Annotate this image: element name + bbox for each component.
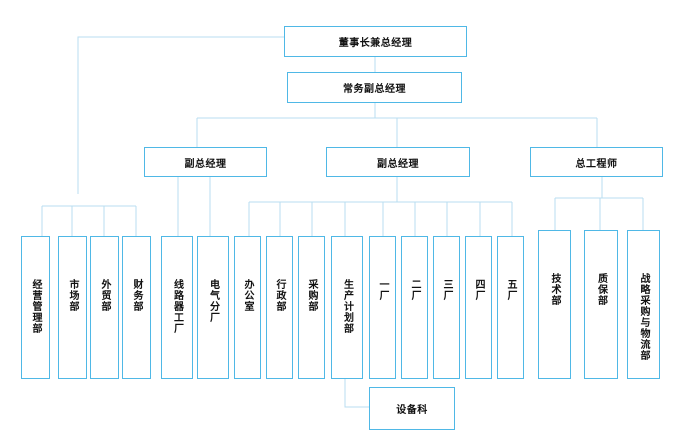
dept-factory-5: 五厂 [497, 236, 524, 379]
dept-factory-3: 三厂 [433, 236, 460, 379]
dept-finance-label: 财务部 [131, 279, 142, 312]
dept-finance: 财务部 [122, 236, 151, 379]
dept-technology-label: 技术部 [549, 273, 560, 306]
dept-cable-factory-label: 线路器工厂 [171, 279, 183, 334]
dept-office-label: 办公室 [242, 279, 253, 312]
dept-production-planning: 生产计划部 [331, 236, 363, 379]
dept-factory-5-label: 五厂 [505, 279, 516, 301]
dept-factory-1-label: 一厂 [377, 279, 388, 301]
dept-factory-2: 二厂 [401, 236, 428, 379]
dept-factory-4-label: 四厂 [473, 279, 484, 301]
dept-admin-label: 行政部 [274, 279, 285, 312]
vp-left-box: 副总经理 [144, 147, 267, 177]
dept-business-mgmt: 经营管理部 [21, 236, 50, 379]
dept-marketing: 市场部 [58, 236, 87, 379]
dept-factory-3-label: 三厂 [441, 279, 452, 301]
dept-factory-4: 四厂 [465, 236, 492, 379]
dept-business-mgmt-label: 经营管理部 [30, 279, 41, 334]
chief-engineer-box: 总工程师 [530, 147, 663, 177]
chairman-box: 董事长兼总经理 [284, 26, 467, 57]
dept-factory-2-label: 二厂 [409, 279, 420, 301]
dept-factory-1: 一厂 [369, 236, 396, 379]
dept-cable-factory: 线路器工厂 [161, 236, 193, 379]
equipment-section-box: 设备科 [369, 387, 455, 430]
equipment-section-label: 设备科 [396, 405, 428, 416]
chief-engineer-label: 总工程师 [575, 158, 618, 170]
vp-center-label: 副总经理 [377, 158, 419, 170]
dept-strategic-procurement-label: 战略采购与物流部 [638, 273, 649, 361]
vp-center-box: 副总经理 [326, 147, 470, 177]
dept-foreign-trade: 外贸部 [90, 236, 119, 379]
dept-purchasing-label: 采购部 [306, 279, 317, 312]
dept-technology: 技术部 [538, 230, 571, 379]
dept-electrical-branch-label: 电气分厂 [207, 279, 219, 323]
dept-foreign-trade-label: 外贸部 [99, 279, 110, 312]
dept-quality-label: 质保部 [595, 273, 607, 306]
dept-production-planning-label: 生产计划部 [341, 279, 353, 334]
evp-label: 常务副总经理 [343, 84, 406, 95]
dept-admin: 行政部 [266, 236, 293, 379]
dept-purchasing: 采购部 [298, 236, 325, 379]
vp-left-label: 副总经理 [184, 158, 227, 170]
chairman-label: 董事长兼总经理 [338, 38, 413, 49]
evp-box: 常务副总经理 [287, 72, 462, 103]
dept-electrical-branch: 电气分厂 [197, 236, 229, 379]
dept-quality: 质保部 [584, 230, 618, 379]
dept-office: 办公室 [234, 236, 261, 379]
dept-strategic-procurement: 战略采购与物流部 [627, 230, 660, 379]
dept-marketing-label: 市场部 [67, 279, 78, 312]
